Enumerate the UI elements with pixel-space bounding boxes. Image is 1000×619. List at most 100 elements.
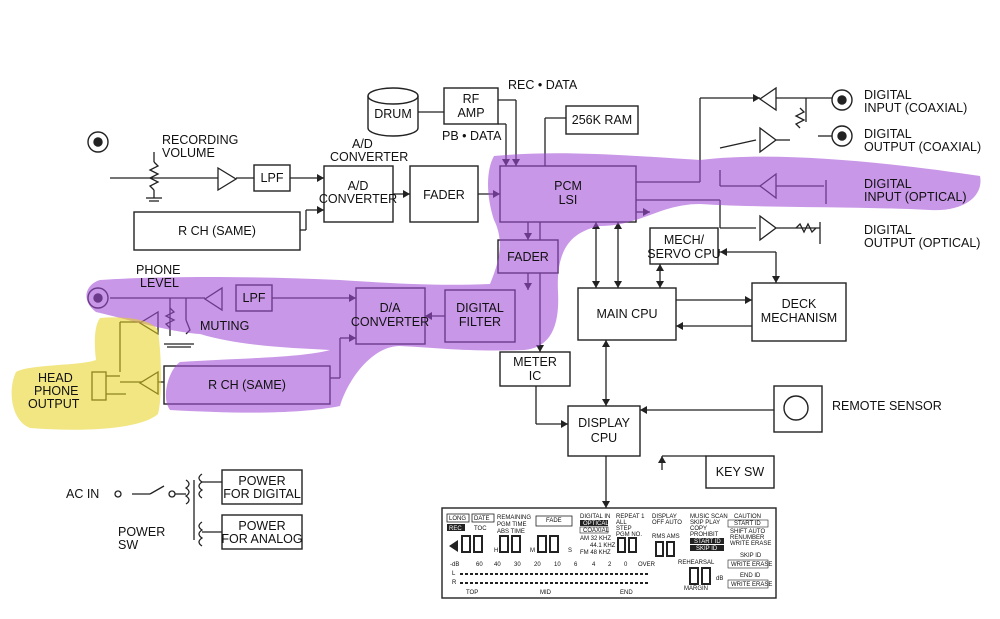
power-sw-line2: SW — [118, 538, 138, 552]
yellow-highlight-headphone — [11, 317, 161, 430]
dp-skip-id-inv: SKIP ID — [696, 546, 718, 552]
digital-out-coax-line1: DIGITAL — [864, 127, 912, 141]
display-cpu-box — [567, 405, 641, 457]
recording-volume-line2: VOLUME — [162, 146, 215, 160]
power-analog-line1: POWER — [238, 519, 285, 533]
rch-output-label: R CH (SAME) — [208, 378, 286, 392]
resistor-symbols — [146, 107, 827, 348]
power-analog-box — [221, 514, 303, 550]
ad-box-line2: CONVERTER — [319, 192, 397, 206]
digital-out-coax-line2: OUTPUT (COAXIAL) — [864, 140, 981, 154]
digital-in-optical-line1: DIGITAL — [864, 177, 912, 191]
digital-in-coax-line2: INPUT (COAXIAL) — [864, 101, 967, 115]
mech-servo-line1: MECH/ — [664, 233, 705, 247]
da-box-line1: D/A — [380, 301, 402, 315]
dp-seg-m: M — [530, 548, 535, 554]
dp-scale-8: 2 — [608, 562, 612, 568]
ac-in-label: AC IN — [66, 487, 99, 501]
dp-scale-6: 6 — [574, 562, 578, 568]
power-transformer — [114, 473, 204, 547]
dp-seg-db: dB — [716, 576, 723, 582]
pcm-lsi-line2: LSI — [559, 193, 578, 207]
dp-scale-3: 30 — [514, 562, 521, 568]
key-sw-label: KEY SW — [716, 465, 765, 479]
da-box-line2: CONVERTER — [351, 315, 429, 329]
mech-servo-box — [649, 227, 719, 265]
dp-pgm-time: PGM TIME — [497, 522, 527, 528]
display-cpu-line1: DISPLAY — [578, 416, 631, 430]
recording-volume-line1: RECORDING — [162, 133, 238, 147]
highlights — [11, 153, 981, 430]
digital-in-coax-line1: DIGITAL — [864, 88, 912, 102]
rec-data-label: REC • DATA — [508, 78, 578, 92]
dp-optical: OPTICAL — [583, 521, 609, 527]
fader-1-box — [409, 165, 479, 223]
main-cpu-box — [577, 287, 677, 341]
dp-l: L — [452, 571, 456, 577]
dp-shift-auto: SHIFT AUTO — [730, 529, 765, 535]
ad-label-line1: A/D — [352, 137, 373, 151]
pb-data-label: PB • DATA — [442, 129, 502, 143]
dp-scale-7: 4 — [592, 562, 596, 568]
dp-end-id: END ID — [740, 573, 761, 579]
ad-box-line1: A/D — [348, 179, 369, 193]
dp-step: STEP — [616, 526, 632, 532]
dp-top: TOP — [466, 590, 478, 596]
dp-remaining: REMAINING — [497, 515, 531, 521]
lpf-input-box — [253, 164, 291, 192]
dp-r: R — [452, 580, 457, 586]
dp-scale-4: 20 — [534, 562, 541, 568]
coax-out-amp — [759, 126, 778, 154]
dp-scale-0: -dB — [450, 562, 459, 568]
dp-rec: REC — [449, 526, 462, 532]
ram-box — [565, 105, 639, 135]
drum-cylinder — [367, 87, 419, 137]
digital-out-optical-line1: DIGITAL — [864, 223, 912, 237]
power-digital-box — [221, 469, 303, 505]
meter-ic-line1: METER — [513, 355, 557, 369]
key-sw-box — [705, 455, 775, 489]
rf-amp-line2: AMP — [457, 106, 484, 120]
rch-input-label: R CH (SAME) — [178, 224, 256, 238]
dp-write-erase: WRITE ERASE — [730, 541, 771, 547]
dp-all: ALL — [616, 520, 627, 526]
digital-filter-line1: DIGITAL — [456, 301, 504, 315]
deck-mechanism-box — [751, 282, 847, 342]
dp-end: END — [620, 590, 633, 596]
head-phone-line3: OUTPUT — [28, 397, 80, 411]
dp-display: DISPLAY — [652, 514, 677, 520]
optical-out-amp — [759, 214, 778, 242]
dp-copy: COPY — [690, 526, 707, 532]
dp-mid: MID — [540, 590, 552, 596]
coax-in-amp — [758, 86, 777, 112]
dp-margin: MARGIN — [684, 586, 708, 592]
remote-sensor-label: REMOTE SENSOR — [832, 399, 942, 413]
head-phone-line2: PHONE — [34, 384, 78, 398]
dp-off-auto: OFF AUTO — [652, 520, 682, 526]
dp-over: OVER — [638, 562, 656, 568]
dp-abs-time: ABS TIME — [497, 529, 525, 535]
digital-filter-line2: FILTER — [459, 315, 501, 329]
block-labels: LPF A/D CONVERTER FADER PCM LSI DRUM RF … — [178, 92, 837, 546]
dp-fm48: FM 48 KHZ — [580, 550, 611, 556]
dp-am32: AM 32 KHZ — [580, 536, 611, 542]
dp-scale-5: 10 — [554, 562, 561, 568]
dp-write-erase2: WRITE ERASE — [731, 562, 772, 568]
head-phone-line1: HEAD — [38, 371, 73, 385]
main-cpu-label: MAIN CPU — [596, 307, 657, 321]
dp-start-id: START ID — [734, 521, 761, 527]
dp-coaxial: COAXIAL — [583, 528, 610, 534]
phone-level-line1: PHONE — [136, 263, 180, 277]
dp-write-erase3: WRITE ERASE — [731, 582, 772, 588]
power-digital-line2: FOR DIGITAL — [223, 487, 301, 501]
dp-skip-id: SKIP ID — [740, 553, 762, 559]
dp-rehearsal: REHEARSAL — [678, 560, 715, 566]
dp-scale-1: 60 — [476, 562, 483, 568]
dp-skip-play: SKIP PLAY — [690, 520, 720, 526]
meter-ic-box — [499, 351, 571, 387]
dp-toc: TOC — [474, 526, 487, 532]
power-digital-line1: POWER — [238, 474, 285, 488]
dp-repeat1: REPEAT 1 — [616, 514, 645, 520]
fader-2-label: FADER — [507, 250, 549, 264]
